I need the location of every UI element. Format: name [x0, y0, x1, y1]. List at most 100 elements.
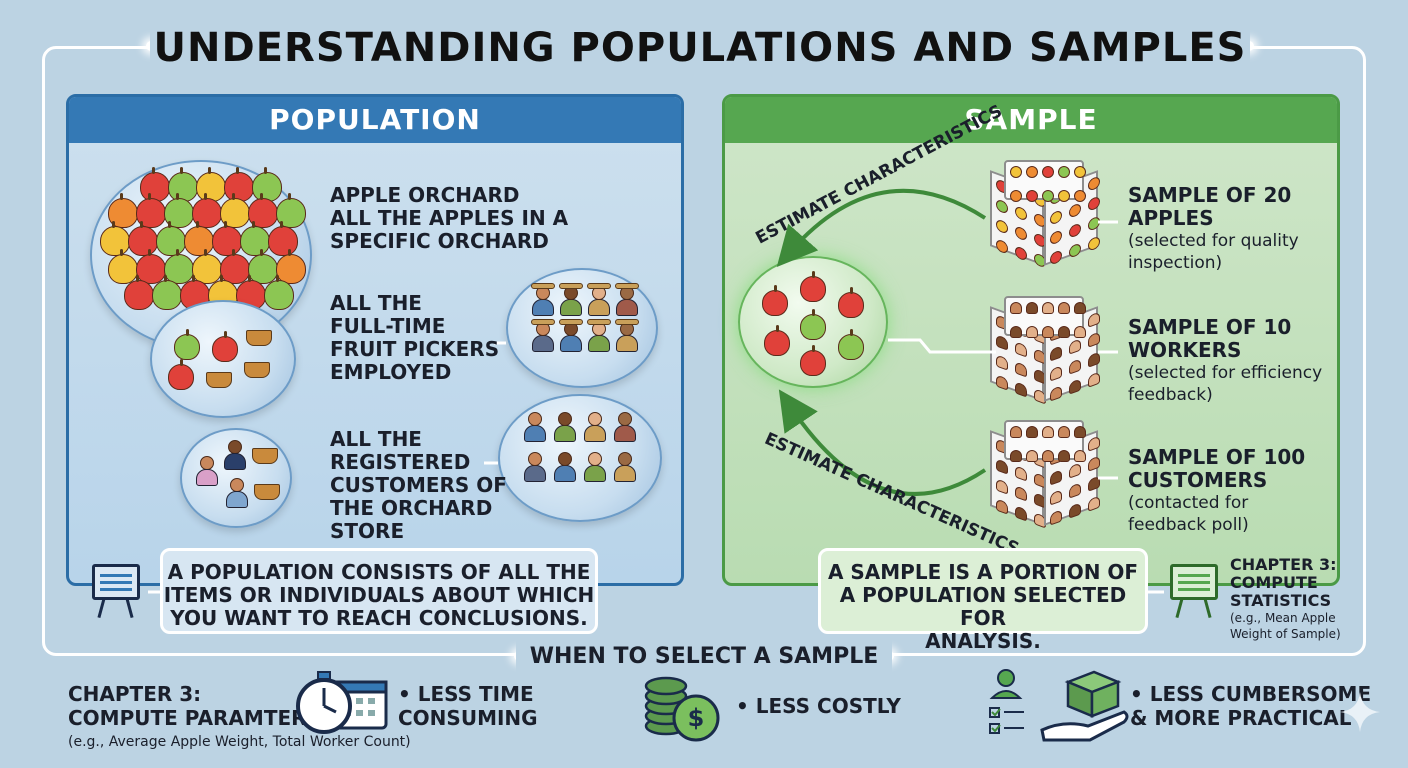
cube-face — [1004, 296, 1086, 338]
apple-icon — [1010, 190, 1022, 202]
reason-less-costly: • LESS COSTLY — [736, 694, 901, 718]
apple-icon — [800, 309, 826, 340]
population-definition: A POPULATION CONSISTS OF ALL THE ITEMS O… — [160, 548, 598, 634]
population-item-pickers: ALL THE FULL-TIME FRUIT PICKERS EMPLOYED — [330, 291, 500, 384]
apple-icon — [1058, 190, 1070, 202]
apple-icon — [1026, 190, 1038, 202]
person-icon — [1074, 426, 1086, 438]
sample-header: SAMPLE — [725, 97, 1337, 143]
basket-icon — [244, 362, 270, 378]
population-header: POPULATION — [69, 97, 681, 143]
apple-icon — [764, 325, 790, 356]
person-icon — [584, 452, 606, 482]
person-icon — [1074, 450, 1086, 462]
population-item-orchard: APPLE ORCHARD ALL THE APPLES IN A SPECIF… — [330, 183, 569, 253]
apple-icon — [1058, 166, 1070, 178]
person-icon — [559, 283, 583, 316]
apple-icon — [136, 249, 166, 284]
person-icon — [615, 319, 639, 352]
apple-icon — [800, 345, 826, 376]
customers-illustration — [498, 394, 662, 522]
cube-face — [1004, 160, 1086, 202]
person-icon — [1058, 450, 1070, 462]
person-icon — [1074, 326, 1086, 338]
apple-icon — [1010, 166, 1022, 178]
sparkle-icon — [1340, 692, 1380, 732]
apple-icon — [164, 249, 194, 284]
person-icon — [226, 478, 248, 508]
person-icon — [524, 452, 546, 482]
svg-text:$: $ — [688, 704, 705, 732]
person-icon — [587, 283, 611, 316]
person-icon — [1042, 426, 1054, 438]
apple-icon — [168, 167, 198, 202]
sample-item-apples: SAMPLE OF 20 APPLES (selected for qualit… — [1128, 183, 1299, 274]
apple-icon — [1042, 190, 1054, 202]
person-icon — [1010, 426, 1022, 438]
person-icon — [1074, 302, 1086, 314]
sample-cube — [990, 420, 1100, 532]
apple-icon — [838, 287, 864, 318]
person-icon — [614, 452, 636, 482]
sample-item-customers: SAMPLE OF 100 CUSTOMERS (contacted for f… — [1128, 445, 1306, 536]
apple-icon — [838, 329, 864, 360]
apple-icon — [268, 221, 298, 256]
apple-icon — [800, 271, 826, 302]
stopwatch-calendar-icon — [296, 671, 388, 734]
apple-icon — [220, 249, 250, 284]
reason-less-cumbersome: • LESS CUMBERSOME & MORE PRACTICAL — [1130, 682, 1372, 730]
easel-chart-icon — [86, 560, 146, 620]
person-icon — [1026, 326, 1038, 338]
person-icon — [1010, 450, 1022, 462]
apple-icon — [124, 275, 154, 310]
when-to-sample-title: WHEN TO SELECT A SAMPLE — [516, 640, 892, 674]
page-title: UNDERSTANDING POPULATIONS AND SAMPLES — [150, 20, 1250, 76]
person-icon — [1010, 302, 1022, 314]
person-icon — [587, 319, 611, 352]
person-icon — [1042, 450, 1054, 462]
easel-chart-icon — [1164, 560, 1224, 620]
apple-icon — [174, 329, 200, 360]
population-chapter-note: CHAPTER 3: COMPUTE PARAMTERS (e.g., Aver… — [68, 682, 411, 750]
apple-icon — [1074, 190, 1086, 202]
sample-cube — [990, 296, 1100, 408]
person-icon — [224, 440, 246, 470]
apple-icon — [276, 249, 306, 284]
basket-icon — [252, 448, 278, 464]
person-icon — [615, 283, 639, 316]
basket-icon — [254, 484, 280, 500]
person-icon — [524, 412, 546, 442]
basket-icon — [206, 372, 232, 388]
apple-icon — [108, 249, 138, 284]
sample-item-workers: SAMPLE OF 10 WORKERS (selected for effic… — [1128, 315, 1323, 406]
apple-icon — [264, 275, 294, 310]
person-icon — [1026, 302, 1038, 314]
apple-icon — [1042, 166, 1054, 178]
hand-box-checklist-icon — [989, 669, 1129, 742]
person-icon — [1058, 326, 1070, 338]
apple-icon — [184, 221, 214, 256]
apple-icon — [762, 285, 788, 316]
reason-less-time: • LESS TIME CONSUMING — [398, 682, 538, 730]
population-item-customers: ALL THE REGISTERED CUSTOMERS OF THE ORCH… — [330, 427, 507, 543]
apple-icon — [212, 331, 238, 362]
coins-dollar-icon: $ — [644, 676, 720, 742]
person-icon — [554, 412, 576, 442]
sample-cube — [990, 160, 1100, 272]
person-icon — [1058, 302, 1070, 314]
apple-icon — [248, 249, 278, 284]
person-icon — [1058, 426, 1070, 438]
person-icon — [1026, 450, 1038, 462]
person-icon — [196, 456, 218, 486]
person-icon — [584, 412, 606, 442]
apple-icon — [1026, 166, 1038, 178]
person-icon — [614, 412, 636, 442]
person-icon — [559, 319, 583, 352]
person-icon — [554, 452, 576, 482]
person-icon — [531, 319, 555, 352]
sample-chapter-note: CHAPTER 3: COMPUTE STATISTICS (e.g., Mea… — [1230, 555, 1341, 642]
apple-icon — [140, 167, 170, 202]
cube-face — [1004, 420, 1086, 462]
